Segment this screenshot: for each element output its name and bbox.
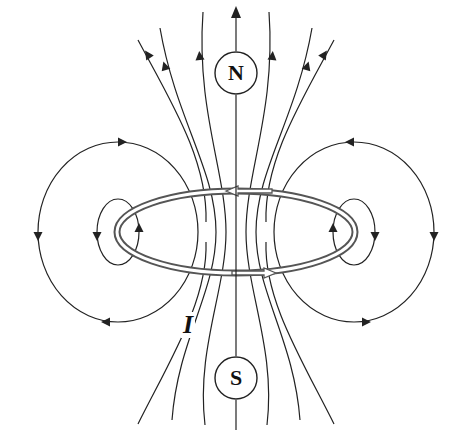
pole-circle: N [214, 51, 258, 95]
current-arrow [226, 186, 276, 278]
field-line [235, 95, 236, 356]
pole-letter: N [228, 62, 244, 84]
pole-circle: S [214, 356, 258, 400]
current-label: I [181, 312, 195, 338]
pole-letter: S [230, 367, 242, 389]
